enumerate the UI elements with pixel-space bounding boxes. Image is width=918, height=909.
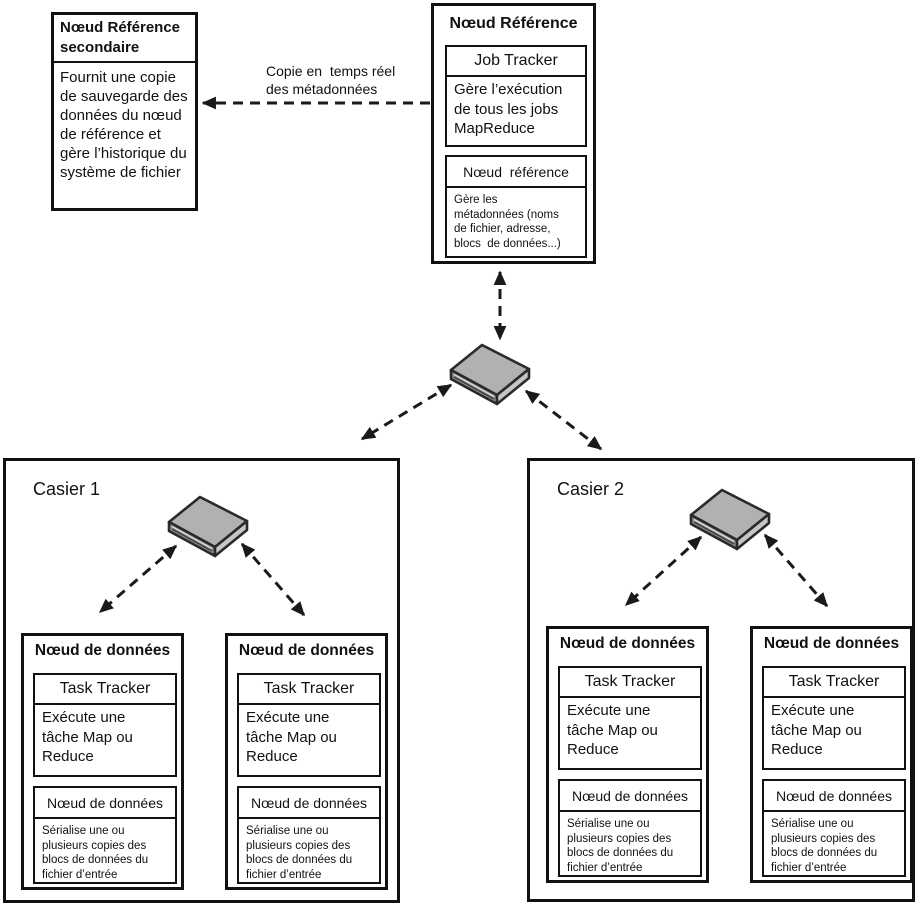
arrow-core-switch-rack1 — [360, 383, 453, 441]
namenode-inner-box: Nœud référence Gère les métadonnées (nom… — [445, 155, 587, 258]
task-tracker-box: Task Tracker Exécute une tâche Map ou Re… — [558, 666, 702, 770]
namenode-box: Nœud Référence Job Tracker Gère l’exécut… — [431, 3, 596, 264]
namenode-title: Nœud Référence — [449, 15, 578, 32]
job-tracker-description: Gère l’exécution de tous les jobs MapRed… — [454, 81, 567, 137]
datanode-title: Nœud de données — [559, 635, 696, 652]
rack2-box: Casier 2 Nœud de données Task Tracker Ex… — [527, 458, 915, 902]
rack2-datanode2-box: Nœud de données Task Tracker Exécute une… — [750, 626, 913, 883]
task-tracker-header: Task Tracker — [560, 668, 700, 698]
metadata-copy-label-line2: des métadonnées — [266, 81, 378, 97]
core-network-switch-icon — [449, 343, 531, 406]
datanode-inner-header: Nœud de données — [560, 781, 700, 812]
rack1-datanode1-box: Nœud de données Task Tracker Exécute une… — [21, 633, 184, 890]
namenode-inner-description: Gère les métadonnées (noms de fichier, a… — [454, 194, 563, 250]
task-tracker-box: Task Tracker Exécute une tâche Map ou Re… — [237, 673, 381, 777]
task-tracker-header: Task Tracker — [764, 668, 904, 698]
job-tracker-box: Job Tracker Gère l’exécution de tous les… — [445, 45, 587, 147]
secondary-namenode-box: Nœud Référence secondaire Fournit une co… — [51, 12, 198, 211]
datanode-inner-description: Sérialise une ou plusieurs copies des bl… — [42, 825, 152, 881]
datanode-inner-box: Nœud de données Sérialise une ou plusieu… — [558, 779, 702, 877]
rack2-datanode1-box: Nœud de données Task Tracker Exécute une… — [546, 626, 709, 883]
task-tracker-box: Task Tracker Exécute une tâche Map ou Re… — [762, 666, 906, 770]
datanode-inner-box: Nœud de données Sérialise une ou plusieu… — [237, 786, 381, 884]
datanode-inner-header: Nœud de données — [764, 781, 904, 812]
datanode-inner-box: Nœud de données Sérialise une ou plusieu… — [33, 786, 177, 884]
secondary-namenode-description: Fournit une copie de sauvegarde des donn… — [60, 69, 192, 181]
task-tracker-header: Task Tracker — [239, 675, 379, 705]
task-tracker-box: Task Tracker Exécute une tâche Map ou Re… — [33, 673, 177, 777]
task-tracker-header: Task Tracker — [35, 675, 175, 705]
datanode-inner-box: Nœud de données Sérialise une ou plusieu… — [762, 779, 906, 877]
datanode-inner-header: Nœud de données — [35, 788, 175, 819]
secondary-namenode-title: Nœud Référence secondaire — [54, 15, 195, 63]
job-tracker-header: Job Tracker — [447, 47, 585, 77]
rack1-datanode2-box: Nœud de données Task Tracker Exécute une… — [225, 633, 388, 890]
arrow-core-switch-rack2 — [524, 389, 603, 451]
datanode-inner-description: Sérialise une ou plusieurs copies des bl… — [771, 818, 881, 874]
task-tracker-description: Exécute une tâche Map ou Reduce — [246, 709, 342, 765]
task-tracker-description: Exécute une tâche Map ou Reduce — [771, 702, 867, 758]
datanode-inner-description: Sérialise une ou plusieurs copies des bl… — [567, 818, 677, 874]
metadata-copy-label: Copie en temps réel des métadonnées — [266, 62, 395, 98]
rack2-label: Casier 2 — [557, 479, 625, 499]
metadata-copy-label-line1: Copie en temps réel — [266, 63, 396, 79]
rack1-label: Casier 1 — [33, 479, 101, 499]
datanode-inner-description: Sérialise une ou plusieurs copies des bl… — [246, 825, 356, 881]
datanode-title: Nœud de données — [763, 635, 900, 652]
namenode-inner-header: Nœud référence — [447, 157, 585, 188]
rack1-box: Casier 1 Nœud de données Task Tracker Ex… — [3, 458, 400, 903]
datanode-title: Nœud de données — [238, 642, 375, 659]
task-tracker-description: Exécute une tâche Map ou Reduce — [567, 702, 663, 758]
datanode-title: Nœud de données — [34, 642, 171, 659]
datanode-inner-header: Nœud de données — [239, 788, 379, 819]
task-tracker-description: Exécute une tâche Map ou Reduce — [42, 709, 138, 765]
